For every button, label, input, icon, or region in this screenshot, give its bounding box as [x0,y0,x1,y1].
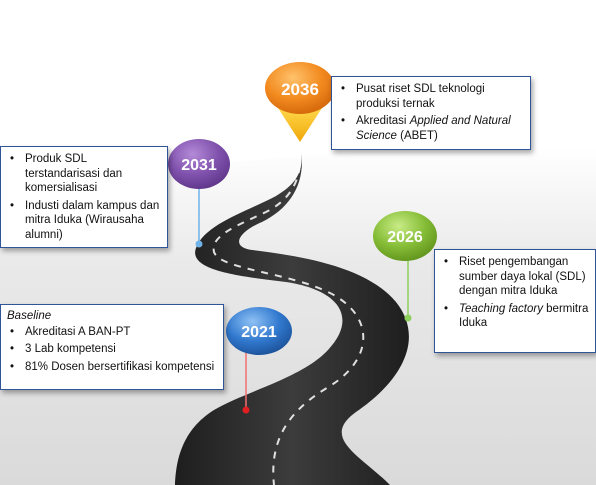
marker-2026: 2026 [373,211,437,322]
milestone-box-2031: Produk SDL terstandarisasi dan komersial… [0,146,168,248]
bubble-2036 [265,62,335,114]
dot-2026 [404,314,412,322]
bubble-2021 [226,307,292,355]
road-centre-line [212,151,365,485]
list-item: Pusat riset SDL teknologi produksi terna… [336,82,526,111]
list-2036: Pusat riset SDL teknologi produksi terna… [336,82,526,143]
pin-2036 [278,108,322,142]
list-item: Produk SDL terstandarisasi dan komersial… [5,152,163,196]
bubble-2031 [168,139,230,189]
marker-2031: 2031 [168,139,230,248]
year-2021: 2021 [241,324,277,341]
item-italic: Applied and Natural Science [356,115,511,142]
year-2026: 2026 [387,229,423,246]
marker-2036: 2036 [265,62,335,142]
list-item: Akreditasi Applied and Natural Science (… [336,114,526,143]
item-prefix: Akreditasi [356,115,410,127]
list-2021: Akreditasi A BAN-PT 3 Lab kompetensi 81%… [5,325,219,375]
year-2036: 2036 [281,80,319,99]
list-item: Riset pengembangan sumber daya lokal (SD… [439,255,591,299]
list-item: 81% Dosen bersertifikasi kompetensi [5,360,219,375]
milestone-box-2021: Baseline Akreditasi A BAN-PT 3 Lab kompe… [0,304,224,390]
item-italic: Teaching factory [459,302,543,315]
milestone-box-2036: Pusat riset SDL teknologi produksi terna… [331,76,531,150]
item-suffix: (ABET) [396,129,438,142]
item-suffix: bermitra Iduka [459,302,589,330]
milestone-box-2026: Riset pengembangan sumber daya lokal (SD… [434,249,596,353]
marker-2021: 2021 [226,307,292,414]
winding-road [175,150,409,485]
list-item: Akreditasi A BAN-PT [5,325,219,340]
baseline-heading: Baseline [7,310,52,322]
dot-2031 [195,240,203,248]
dot-2021 [242,406,250,414]
bubble-2026 [373,211,437,261]
list-item: Industi dalam kampus dan mitra Iduka (Wi… [5,199,163,243]
list-2031: Produk SDL terstandarisasi dan komersial… [5,152,163,242]
list-2026: Riset pengembangan sumber daya lokal (SD… [439,255,591,331]
year-2031: 2031 [181,157,217,174]
list-item: Teaching factory bermitra Iduka [439,302,591,331]
list-item: 3 Lab kompetensi [5,342,219,357]
